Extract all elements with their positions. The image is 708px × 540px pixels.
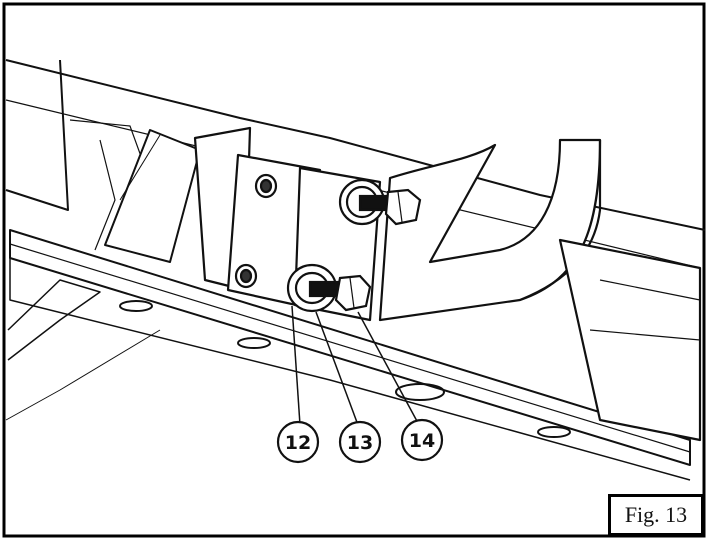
figure-label: Fig. 13 <box>608 494 704 536</box>
frame-rail <box>5 59 706 481</box>
upper-bolt-assembly <box>338 178 422 226</box>
callout-13-number: 13 <box>347 432 373 454</box>
leader-lines <box>291 305 419 426</box>
curved-arm <box>378 138 702 442</box>
lower-bolt-assembly <box>286 263 372 313</box>
callout-13: 13 <box>338 420 382 464</box>
callout-14: 14 <box>400 418 444 462</box>
callout-14-number: 14 <box>409 430 435 452</box>
nut <box>334 274 372 312</box>
callout-12-number: 12 <box>285 432 311 454</box>
callout-12: 12 <box>276 420 320 464</box>
